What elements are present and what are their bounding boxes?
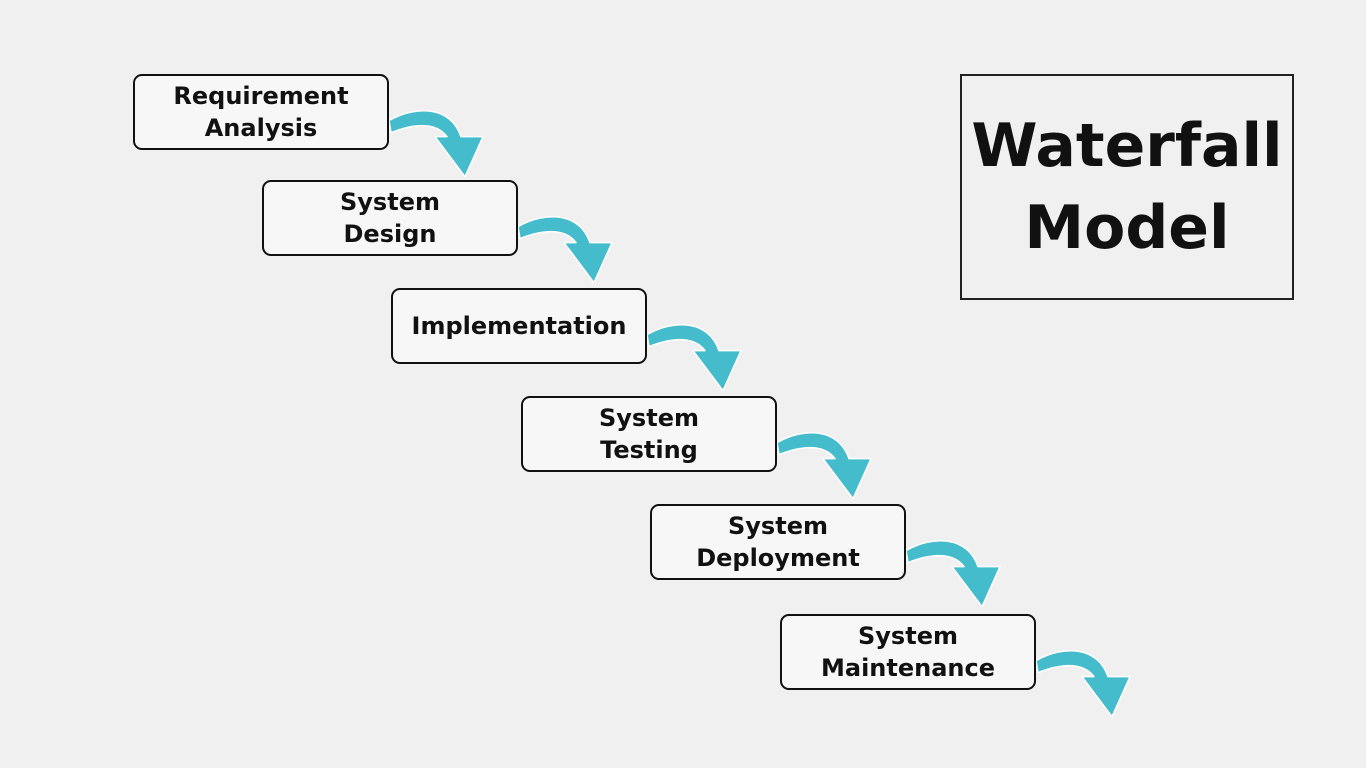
step-system-design: System Design	[262, 180, 518, 256]
step-label-line1: System	[340, 188, 440, 216]
diagram-title: Waterfall Model	[960, 74, 1294, 300]
curved-down-arrow-icon	[776, 431, 872, 500]
step-requirement-analysis: Requirement Analysis	[133, 74, 389, 150]
step-label-line2: Testing	[600, 436, 698, 464]
title-line2: Model	[1024, 193, 1230, 263]
step-label-line2: Maintenance	[820, 654, 995, 682]
step-label-line1: System	[858, 622, 958, 650]
step-label-line1: System	[599, 404, 699, 432]
curved-down-arrow-icon	[388, 109, 484, 178]
step-label-line2: Deployment	[696, 544, 860, 572]
step-label-line1: Requirement	[173, 82, 349, 110]
step-system-deployment: System Deployment	[650, 504, 906, 580]
step-label-line2: Design	[343, 220, 437, 248]
step-system-maintenance: System Maintenance	[780, 614, 1036, 690]
curved-down-arrow-icon	[517, 215, 613, 284]
title-line1: Waterfall	[971, 111, 1283, 181]
curved-down-arrow-icon	[646, 323, 742, 392]
curved-down-arrow-icon	[1035, 649, 1131, 718]
curved-down-arrow-icon	[905, 539, 1001, 608]
step-system-testing: System Testing	[521, 396, 777, 472]
step-label-line1: System	[728, 512, 828, 540]
step-implementation: Implementation	[391, 288, 647, 364]
step-label-line2: Analysis	[204, 114, 318, 142]
step-label-line1: Implementation	[411, 312, 627, 340]
